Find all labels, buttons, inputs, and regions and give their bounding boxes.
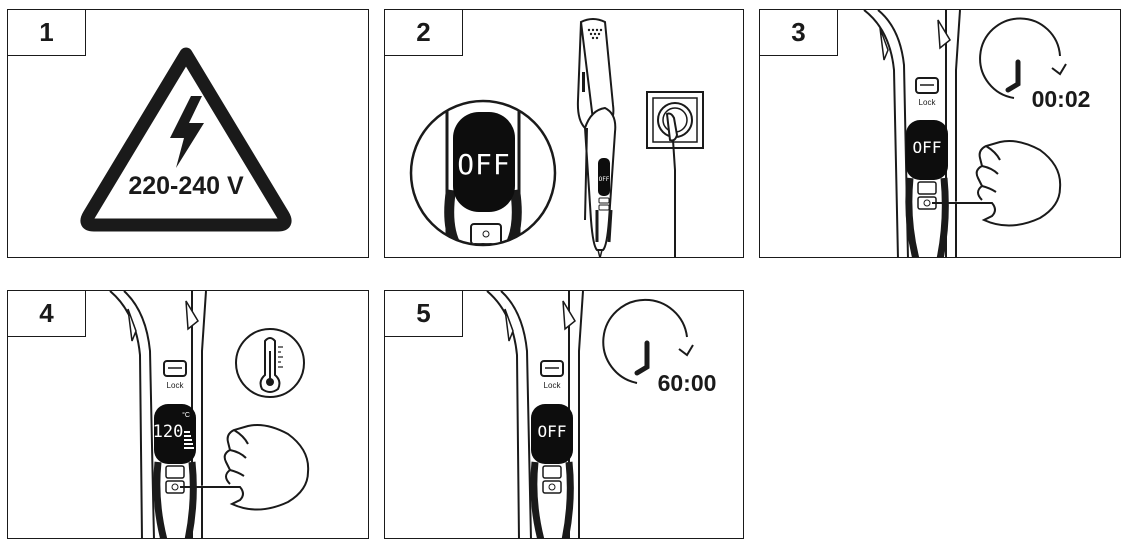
pressing-hand-icon	[180, 424, 310, 511]
lock-label: Lock	[919, 98, 937, 107]
steam-button-icon	[917, 181, 937, 195]
power-button-icon	[542, 480, 562, 494]
unit-label: °C	[182, 411, 190, 419]
svg-text:OFF: OFF	[599, 176, 610, 183]
high-voltage-warning-icon: 220-240 V	[80, 47, 292, 232]
display-readout: OFF	[457, 148, 511, 181]
clock-timer-icon: 60:00	[602, 298, 717, 396]
steam-brush-device: OFF	[576, 18, 617, 257]
temperature-readout: 120	[153, 422, 184, 442]
magnified-display: OFF	[409, 99, 557, 247]
device-closeup: Lock OFF	[486, 291, 584, 538]
clock-timer-icon: 00:02	[979, 17, 1091, 112]
step-4-panel: 4 Lock 120 °C	[7, 290, 369, 539]
voltage-label: 220-240 V	[128, 172, 244, 200]
steam-button-icon	[542, 465, 562, 479]
pressing-hand-icon	[932, 140, 1062, 227]
timer-readout: 60:00	[658, 370, 717, 396]
lightning-icon	[170, 96, 204, 168]
step-3-panel: 3 Lock OFF 00:02	[759, 9, 1121, 258]
wall-socket-icon	[646, 91, 704, 257]
step-number: 3	[760, 10, 838, 56]
display-readout: OFF	[913, 138, 942, 157]
thermometer-icon	[235, 328, 305, 398]
lock-label: Lock	[167, 381, 185, 390]
step-number: 1	[8, 10, 86, 56]
steam-button-icon	[165, 465, 185, 479]
display-readout: OFF	[538, 422, 567, 441]
device-closeup: Lock OFF	[863, 10, 961, 257]
timer-readout: 00:02	[1032, 86, 1091, 112]
step-1-panel: 1 220-240 V	[7, 9, 369, 258]
device-closeup: Lock 120 °C	[109, 291, 207, 538]
step-number: 2	[385, 10, 463, 56]
step-2-panel: 2 OFF	[384, 9, 744, 258]
step-number: 4	[8, 291, 86, 337]
lock-label: Lock	[544, 381, 562, 390]
temperature-level-bars	[184, 431, 194, 449]
step-5-panel: 5 Lock OFF 60:00	[384, 290, 744, 539]
step-number: 5	[385, 291, 463, 337]
